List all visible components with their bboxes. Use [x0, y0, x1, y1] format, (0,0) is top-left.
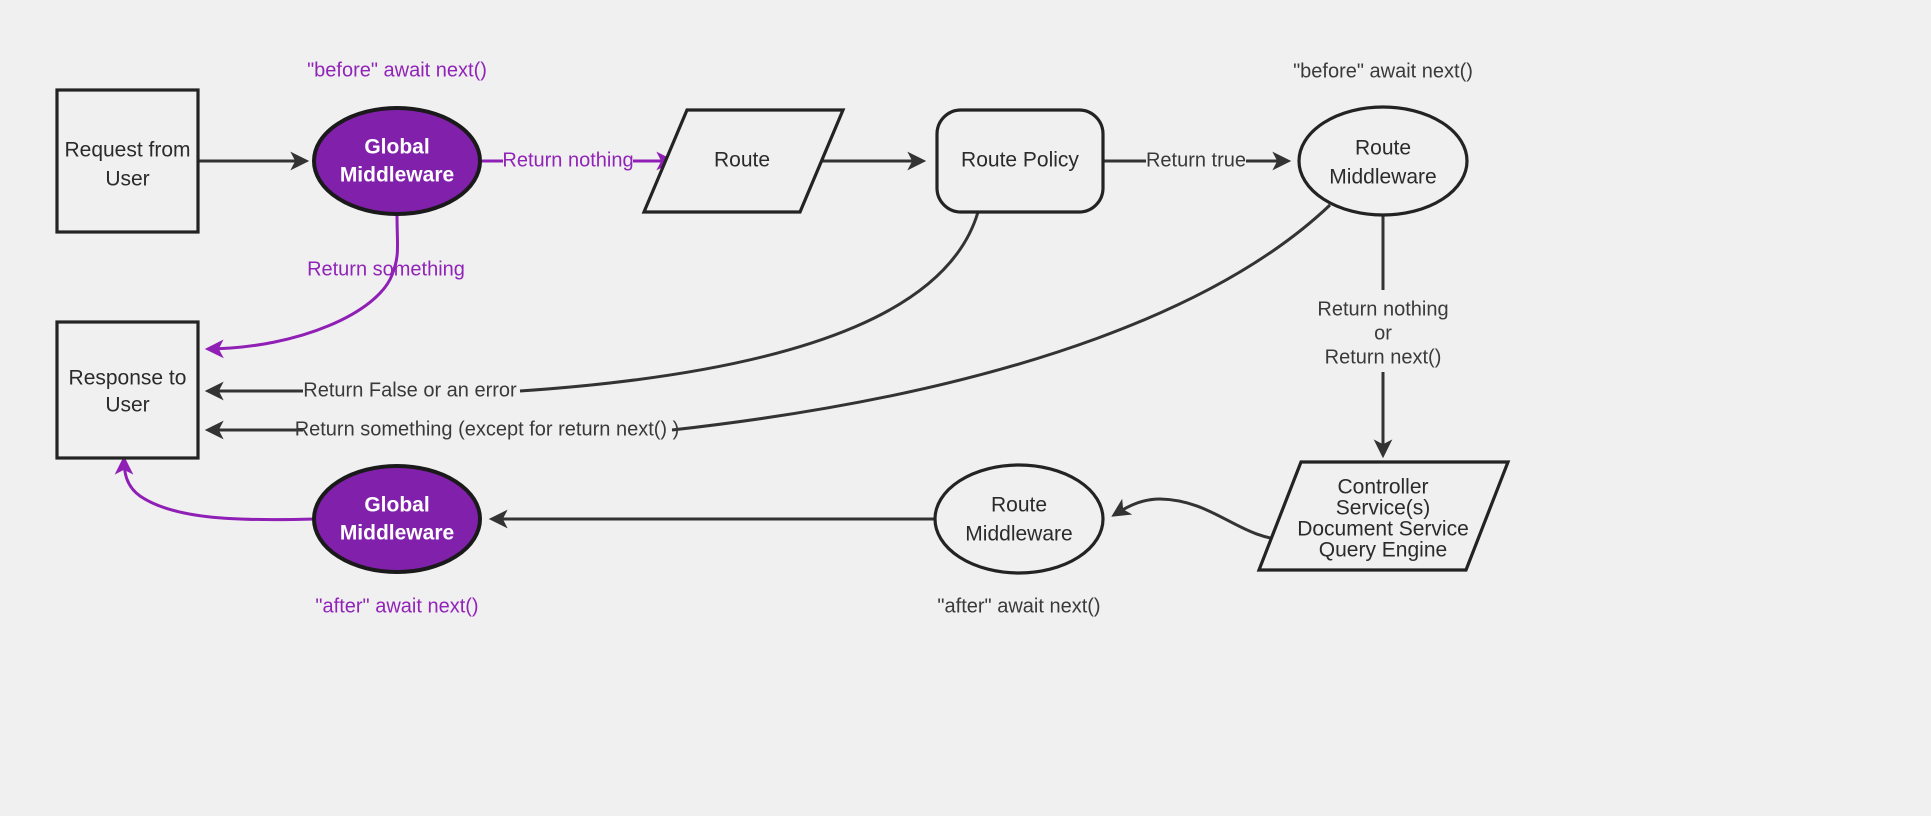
annotation-after-await-next-route: "after" await next() [937, 595, 1100, 617]
request-from-user-label-line2: User [105, 168, 149, 191]
controller-services-label-line4: Query Engine [1319, 539, 1447, 562]
node-global-middleware-after[interactable]: Global Middleware [312, 464, 482, 574]
node-route-middleware-before[interactable]: Route Middleware [1297, 105, 1469, 217]
node-controller-services[interactable]: Controller Service(s) Document Service Q… [1256, 460, 1511, 572]
route-policy-label: Route Policy [961, 149, 1079, 172]
node-route-policy[interactable]: Route Policy [935, 108, 1105, 214]
edge-route-middleware-return-something [671, 203, 1332, 432]
edge-label-return-nothing: Return nothing [502, 149, 633, 171]
route-middleware-after-label-line1: Route [991, 494, 1047, 517]
controller-services-parallelogram[interactable] [1256, 460, 1511, 572]
controller-services-label-line1: Controller [1337, 476, 1428, 499]
edge-label-return-something: Return something [307, 258, 465, 280]
global-middleware-before-ellipse[interactable] [312, 106, 482, 216]
node-request-from-user[interactable]: Request from User [55, 88, 200, 234]
request-from-user-label-line1: Request from [64, 139, 190, 162]
route-parallelogram[interactable] [641, 108, 846, 214]
response-to-user-label-line2: User [105, 394, 149, 417]
global-middleware-before-label-line2: Middleware [340, 164, 454, 187]
route-middleware-before-ellipse[interactable] [1297, 105, 1469, 217]
global-middleware-after-label-line2: Middleware [340, 522, 454, 545]
controller-services-label-line3: Document Service [1297, 518, 1469, 541]
annotation-after-await-next-global: "after" await next() [315, 595, 478, 617]
edge-label-return-nothing-or-next-line2: or [1374, 322, 1392, 344]
edge-route-policy-return-false [519, 211, 980, 393]
route-middleware-before-label-line2: Middleware [1329, 166, 1436, 189]
response-to-user-label-line1: Response to [69, 367, 187, 390]
edge-label-return-false-or-error: Return False or an error [303, 379, 517, 401]
route-policy-box[interactable] [935, 108, 1105, 214]
edge-label-return-true: Return true [1146, 149, 1246, 171]
edge-global-middleware-after-to-response [114, 455, 316, 522]
edge-controller-to-route-middleware-after [1111, 497, 1290, 542]
global-middleware-before-label-line1: Global [364, 136, 429, 159]
route-middleware-after-label-line2: Middleware [965, 523, 1072, 546]
edge-label-return-nothing-or-next-line3: Return next() [1325, 346, 1442, 368]
node-route-middleware-after[interactable]: Route Middleware [933, 463, 1105, 575]
route-middleware-before-label-line1: Route [1355, 137, 1411, 160]
route-middleware-after-ellipse[interactable] [933, 463, 1105, 575]
edge-global-middleware-return-something [204, 213, 400, 359]
global-middleware-after-label-line1: Global [364, 494, 429, 517]
node-global-middleware-before[interactable]: Global Middleware [312, 106, 482, 216]
edge-label-return-something-except-next: Return something (except for return next… [295, 418, 680, 440]
request-from-user-box[interactable] [55, 88, 200, 234]
annotation-before-await-next-route: "before" await next() [1293, 60, 1473, 82]
response-to-user-box[interactable] [55, 320, 200, 460]
annotation-before-await-next-global: "before" await next() [307, 59, 487, 81]
route-label: Route [714, 149, 770, 172]
node-response-to-user[interactable]: Response to User [55, 320, 200, 460]
node-route[interactable]: Route [641, 108, 846, 214]
edge-label-return-nothing-or-next-line1: Return nothing [1317, 298, 1448, 320]
global-middleware-after-ellipse[interactable] [312, 464, 482, 574]
controller-services-label-line2: Service(s) [1336, 497, 1431, 520]
